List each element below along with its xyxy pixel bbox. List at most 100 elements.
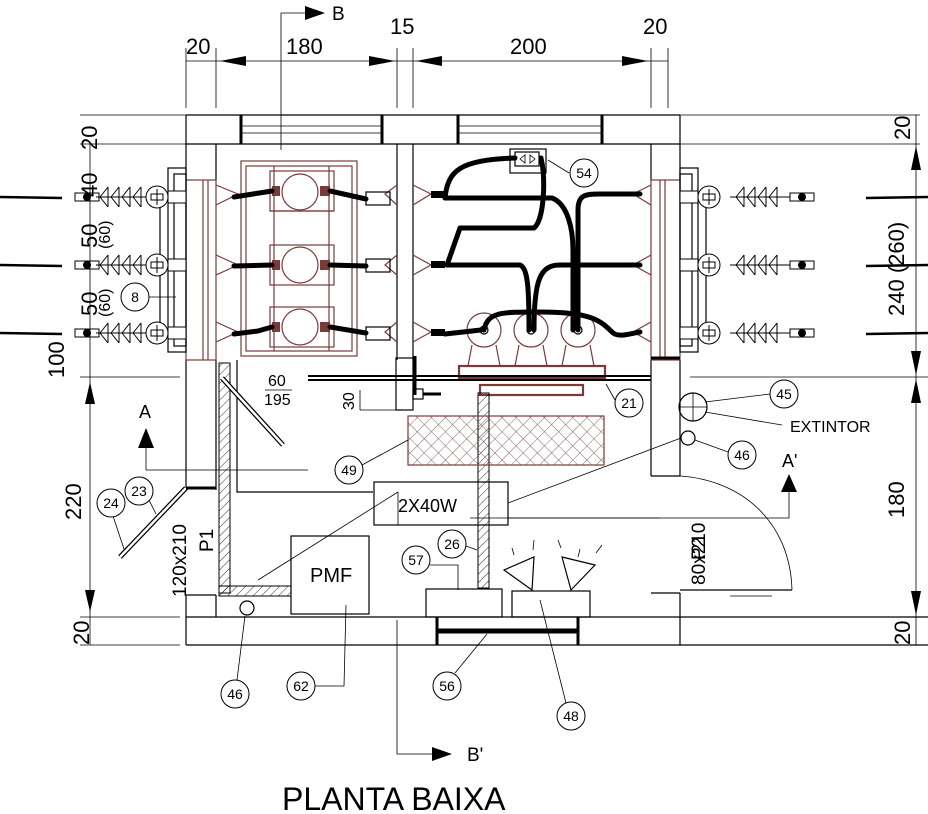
dim-left-20-top: 20 bbox=[77, 126, 102, 150]
callout-23: 23 bbox=[124, 476, 157, 515]
door-p2-name: P2 bbox=[689, 537, 710, 560]
callout-circle bbox=[556, 701, 586, 731]
leader-line bbox=[430, 564, 459, 590]
transformer-cell bbox=[431, 148, 643, 397]
leader-line bbox=[465, 545, 478, 551]
door-p2 bbox=[679, 475, 793, 597]
callout-number: 62 bbox=[293, 678, 309, 694]
callout-circle bbox=[220, 679, 250, 709]
door-p1-size: 120x210 bbox=[170, 524, 191, 597]
svg-text:A: A bbox=[139, 402, 151, 422]
leader-line bbox=[236, 615, 246, 681]
dim-left-220: 220 bbox=[61, 483, 86, 520]
svg-text:B: B bbox=[332, 4, 345, 25]
callout-circle bbox=[727, 440, 757, 470]
insulator-string bbox=[0, 253, 187, 277]
svg-text:60: 60 bbox=[268, 373, 286, 390]
svg-text:195: 195 bbox=[264, 392, 291, 409]
callout-circle bbox=[769, 379, 799, 409]
arrow-right-icon bbox=[305, 6, 325, 20]
dim-top-20b: 20 bbox=[643, 14, 667, 39]
callout-57: 57 bbox=[401, 545, 459, 590]
leader-line bbox=[539, 599, 567, 704]
leader-line bbox=[361, 439, 409, 466]
building-walls bbox=[80, 114, 928, 646]
insulator-string bbox=[679, 253, 928, 277]
callout-circle bbox=[96, 488, 126, 518]
door-p1 bbox=[118, 486, 216, 559]
arrow-up-icon bbox=[781, 474, 797, 492]
callout-46: 46 bbox=[694, 439, 757, 470]
callout-62: 62 bbox=[286, 604, 347, 701]
dim-top-15: 15 bbox=[390, 14, 414, 39]
callout-circle bbox=[614, 388, 644, 418]
callout-circle bbox=[401, 545, 431, 575]
callout-circle bbox=[120, 282, 150, 312]
dim-left-50a: 50 bbox=[77, 224, 102, 248]
window-annotation: 60 195 30 bbox=[264, 373, 358, 410]
dim-right-180: 180 bbox=[884, 481, 909, 518]
dim-left-60b: (60) bbox=[97, 289, 114, 317]
door-p1-name: P1 bbox=[197, 529, 218, 552]
callout-circle bbox=[334, 455, 364, 485]
dim-top-20a: 20 bbox=[186, 34, 210, 59]
callout-circle bbox=[437, 529, 467, 559]
dim-right-20-top: 20 bbox=[890, 116, 915, 140]
top-dimension-chain: 20 180 15 200 20 bbox=[185, 14, 669, 108]
leader-line bbox=[694, 439, 729, 453]
callout-24: 24 bbox=[96, 488, 126, 550]
callout-8: 8 bbox=[120, 282, 176, 312]
pmf-label: PMF bbox=[310, 565, 352, 587]
callout-number: 26 bbox=[444, 536, 460, 552]
dim-right-240-260: 240 (260) bbox=[884, 222, 909, 316]
light-point-icon bbox=[239, 600, 255, 616]
callout-number: 24 bbox=[103, 495, 119, 511]
section-mark-b: B bbox=[280, 4, 345, 150]
door-p2-size: 80x210 bbox=[689, 523, 710, 585]
callout-number: 56 bbox=[439, 678, 455, 694]
callout-number: 46 bbox=[734, 447, 750, 463]
dim-30: 30 bbox=[341, 392, 358, 410]
callout-49: 49 bbox=[334, 439, 409, 485]
callout-45: 45 bbox=[704, 379, 799, 409]
arrow-up-icon bbox=[138, 428, 154, 448]
insulator-string bbox=[679, 321, 928, 345]
callout-circle bbox=[569, 158, 599, 188]
leader-line bbox=[454, 633, 488, 674]
insulator-string bbox=[679, 185, 928, 209]
dim-left-60a: (60) bbox=[97, 221, 114, 249]
callout-number: 49 bbox=[341, 462, 357, 478]
left-dimension-chain: 20 40 50 (60) 50 (60) 100 220 20 bbox=[44, 126, 114, 645]
callout-circle bbox=[432, 671, 462, 701]
callout-54: 54 bbox=[547, 158, 599, 188]
dim-right-20-bottom: 20 bbox=[890, 621, 915, 645]
insulators-right bbox=[679, 185, 928, 345]
callout-number: 8 bbox=[131, 289, 139, 305]
callout-48: 48 bbox=[539, 599, 586, 731]
callout-number: 21 bbox=[621, 395, 637, 411]
callout-number: 46 bbox=[227, 686, 243, 702]
callout-56: 56 bbox=[432, 633, 488, 701]
insulator-string bbox=[0, 321, 187, 345]
leader-line bbox=[704, 393, 771, 403]
dim-left-40: 40 bbox=[77, 173, 102, 197]
leader-line bbox=[112, 515, 125, 550]
callout-number: 48 bbox=[563, 708, 579, 724]
drawing-title: PLANTA BAIXA bbox=[282, 781, 506, 814]
callout-21: 21 bbox=[605, 383, 644, 418]
callout-number: 54 bbox=[576, 165, 592, 181]
partition-walls bbox=[218, 360, 490, 597]
leader-line bbox=[315, 604, 347, 687]
fuse-disconnector-assembly bbox=[231, 160, 391, 357]
arrow-right-icon bbox=[432, 747, 452, 761]
callout-number: 45 bbox=[776, 386, 792, 402]
svg-text:B': B' bbox=[467, 745, 483, 766]
luminaire-2x40w: 2X40W bbox=[373, 481, 660, 526]
section-mark-a-prime: A' bbox=[508, 451, 797, 519]
callout-number: 23 bbox=[131, 483, 147, 499]
section-mark-b-prime: B' bbox=[396, 620, 483, 766]
protective-screen-grid bbox=[407, 415, 605, 466]
pmf-box: PMF bbox=[290, 535, 370, 615]
callout-26: 26 bbox=[437, 529, 478, 559]
